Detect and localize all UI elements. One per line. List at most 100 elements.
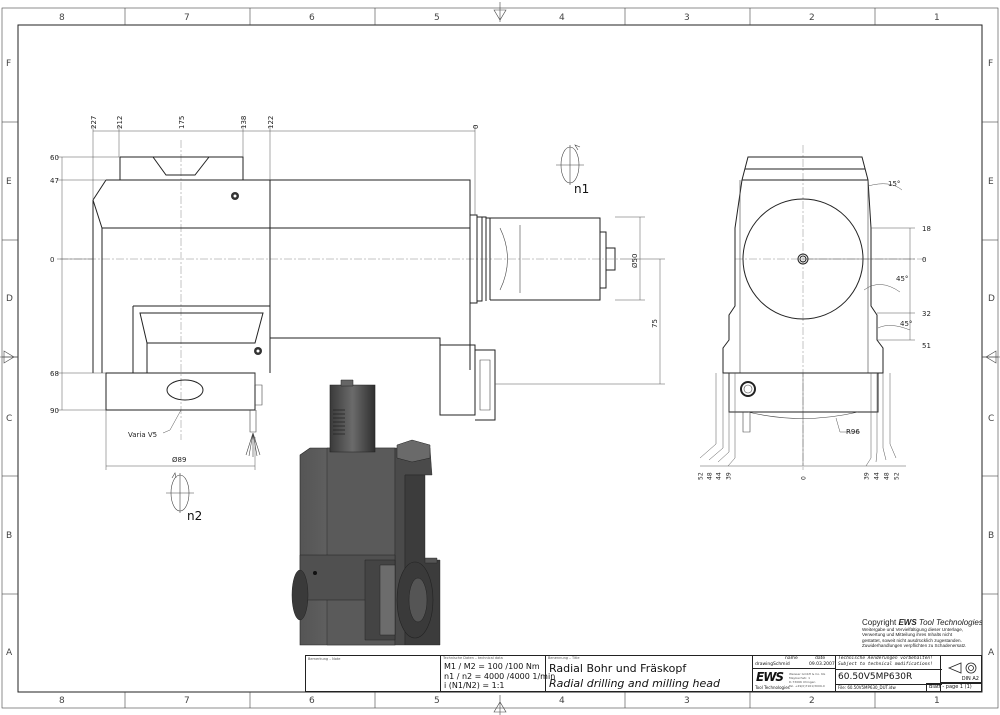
ruler-column-label: 6	[309, 13, 315, 23]
ruler-row-label: F	[988, 59, 993, 69]
ruler-column-label: 1	[934, 13, 940, 23]
drawing-label: drawing	[755, 662, 774, 667]
dim-right: 0	[922, 256, 926, 264]
address-line: Tel. +49(0)7161/3009-0	[789, 684, 825, 688]
ruler-row-label: F	[6, 59, 11, 69]
ruler-row-label: A	[988, 648, 995, 658]
dim-top: 227	[90, 116, 98, 129]
dim-left: 90	[50, 407, 59, 415]
ruler-row-label: B	[6, 531, 12, 541]
center-mark-right	[982, 350, 1000, 364]
projection-symbol-icon	[947, 662, 977, 674]
copyright-line: Zuwiderhandlungen verpflichten zu Schade…	[862, 643, 967, 649]
ruler-column-label: 1	[934, 696, 940, 706]
ruler-column-label: 2	[809, 13, 815, 23]
ruler-row-label: E	[6, 177, 12, 187]
copyright-notice: Copyright EWS Tool Technologies Weiterga…	[862, 618, 984, 649]
sheet-cell: Blatt - page 1 (1)	[926, 683, 982, 692]
center-mark-bottom	[493, 695, 507, 715]
ruler-row-label: E	[988, 177, 994, 187]
tech-ratio: i (N1/N2) = 1:1	[444, 681, 505, 690]
dim-bottom: 48	[707, 472, 714, 480]
dim-left: 0	[50, 256, 54, 264]
drawing-date: 09.03.2007	[809, 662, 835, 667]
ruler-column-label: 8	[59, 13, 65, 23]
ruler-column-label: 7	[184, 13, 190, 23]
center-mark-left	[0, 350, 18, 364]
title-cell: Benennung – Title Radial Bohr und Fräsko…	[545, 655, 753, 692]
dim-top: 175	[178, 116, 186, 129]
outer-frame	[1, 7, 999, 709]
logo-subtitle: Tool Technologies	[755, 685, 790, 690]
varia-label: Varia V5	[128, 431, 157, 439]
dim-angle: 45°	[900, 320, 912, 328]
dim-bottom: 44	[874, 472, 881, 480]
ruler-column-label: 5	[434, 696, 440, 706]
dim-right: 32	[922, 310, 931, 318]
ruler-row-label: B	[988, 531, 994, 541]
copyright-prefix: Copyright	[862, 618, 899, 627]
tech-torque: M1 / M2 = 100 /100 Nm	[444, 662, 540, 671]
note-cell: Bemerkung – Note	[305, 655, 441, 692]
copyright-line: Verwertung und Mitteilung ihres Inhalts …	[862, 632, 953, 638]
ruler-column-label: 7	[184, 696, 190, 706]
copyright-line: Weitergabe und Vervielfältigung dieser U…	[862, 626, 964, 632]
title-german: Radial Bohr und Fräskopf	[549, 662, 687, 675]
dim-bottom: 52	[894, 472, 901, 480]
n1-label: n1	[574, 182, 589, 196]
copyright-suffix: Tool Technologies	[916, 618, 983, 627]
dim-left: 47	[50, 177, 59, 185]
center-mark-top	[493, 2, 507, 22]
drawer-name: Schmid	[773, 662, 790, 667]
dim-dia89: Ø89	[172, 456, 186, 464]
dim-75: 75	[651, 319, 659, 328]
ruler-column-label: 8	[59, 696, 65, 706]
projection-cell: DIN A2	[940, 655, 982, 683]
ruler-column-label: 4	[559, 696, 565, 706]
dim-dia50: Ø50	[631, 254, 639, 268]
dim-bottom: 44	[716, 472, 723, 480]
rotation-n1-icon	[556, 144, 584, 185]
ruler-row-label: C	[988, 414, 994, 424]
company-cell: EWS Tool Technologies Weisser GmbH & Co.…	[752, 668, 836, 692]
dim-bottom: 39	[864, 472, 871, 480]
ruler-column-label: 4	[559, 13, 565, 23]
copyright-brand: EWS	[898, 618, 917, 627]
title-header: Benennung – Title	[548, 656, 580, 660]
ruler-column-label: 6	[309, 696, 315, 706]
dim-top: 212	[116, 116, 124, 129]
note-header: Bemerkung – Note	[308, 657, 341, 661]
dim-angle: 45°	[896, 275, 908, 283]
part-cell: Technische Aenderungen vorbehalten! Subj…	[835, 655, 942, 692]
ruler-column-label: 3	[684, 696, 690, 706]
notice-english: Subject to technical modifications!	[838, 662, 933, 667]
drawing-frame	[17, 24, 983, 693]
product-3d-render	[291, 379, 441, 646]
dim-left: 68	[50, 370, 59, 378]
name-header: name	[785, 656, 798, 661]
copyright-line: gestattet, soweit nicht ausdrücklich zug…	[862, 637, 962, 643]
dim-top: 122	[267, 116, 275, 129]
ews-logo: EWS	[756, 670, 784, 684]
ruler-column-label: 3	[684, 13, 690, 23]
dim-r96: R96	[846, 428, 860, 436]
ruler-column-label: 5	[434, 13, 440, 23]
address-line: Weisser GmbH & Co. KG	[789, 672, 826, 676]
ruler-row-label: D	[988, 294, 995, 304]
tech-speed: n1 / n2 = 4000 /4000 1/min	[444, 671, 556, 681]
dim-left: 60	[50, 154, 59, 162]
dim-bottom: 52	[698, 472, 705, 480]
tech-data-cell: Technische Daten – technical data M1 / M…	[440, 655, 555, 692]
dim-bottom: 0	[801, 476, 808, 480]
tech-header: Technische Daten – technical data	[443, 656, 503, 660]
address-line: Maybachstr. 1	[789, 676, 811, 680]
ruler-row-label: C	[6, 414, 12, 424]
rotation-n2-icon	[166, 472, 194, 513]
dim-right: 51	[922, 342, 931, 350]
part-number: 60.50V5MP630R	[838, 672, 913, 682]
address-line: D-73066 Uhingen	[789, 680, 816, 684]
